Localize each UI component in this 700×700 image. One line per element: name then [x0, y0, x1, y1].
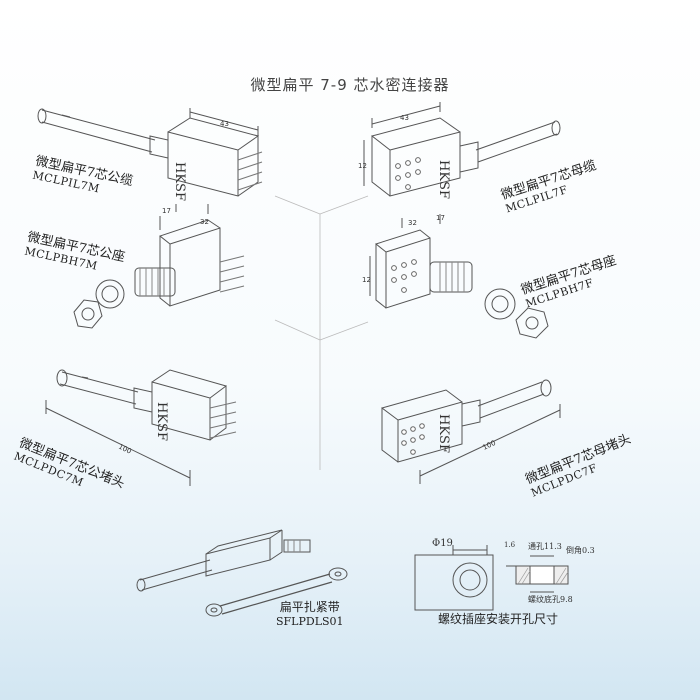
- center-divider: [274, 195, 369, 470]
- cutout-through-hole: 通孔11.3: [528, 542, 562, 551]
- male-receptacle-drawing: [73, 204, 245, 329]
- cutout-chamfer: 倒角0.3: [566, 546, 595, 555]
- label-code: SFLPDLS01: [276, 615, 344, 628]
- dim-label: 32: [408, 219, 417, 227]
- page-title: 微型扁平 7-9 芯水密连接器: [250, 76, 450, 94]
- cutout-section: [506, 555, 569, 593]
- male-cable-drawing: [37, 108, 263, 197]
- female-cable-drawing: [363, 102, 561, 197]
- cutout-thread-hole: 螺纹底孔9.8: [528, 595, 573, 604]
- dim-label: 12: [358, 162, 367, 170]
- dim-label: 43: [400, 114, 409, 122]
- dim-label: 32: [200, 218, 209, 226]
- label-cn: 扁平扎紧带: [279, 600, 340, 614]
- female-dummy-plug-drawing: [380, 379, 561, 484]
- cutout-diameter: Φ19: [432, 538, 453, 549]
- dim-label: 17: [162, 207, 171, 215]
- brand-mark: HKSF: [172, 162, 187, 201]
- dim-label: 43: [220, 120, 229, 128]
- panel-cutout-drawing: [414, 545, 569, 611]
- brand-mark: HKSF: [436, 160, 451, 199]
- dim-label: 12: [362, 276, 371, 284]
- dim-label: 17: [436, 214, 445, 222]
- female-receptacle-drawing: [369, 214, 549, 339]
- label-strap: 扁平扎紧带 SFLPDLS01: [276, 598, 344, 628]
- brand-mark: HKSF: [154, 402, 169, 441]
- dim-label: 100: [117, 443, 133, 456]
- strap-drawing: [136, 529, 348, 617]
- cutout-dim-small: 1.6: [504, 541, 516, 549]
- male-dummy-plug-drawing: [45, 369, 237, 486]
- cutout-caption: 螺纹插座安装开孔尺寸: [438, 612, 559, 626]
- brand-mark: HKSF: [436, 414, 451, 453]
